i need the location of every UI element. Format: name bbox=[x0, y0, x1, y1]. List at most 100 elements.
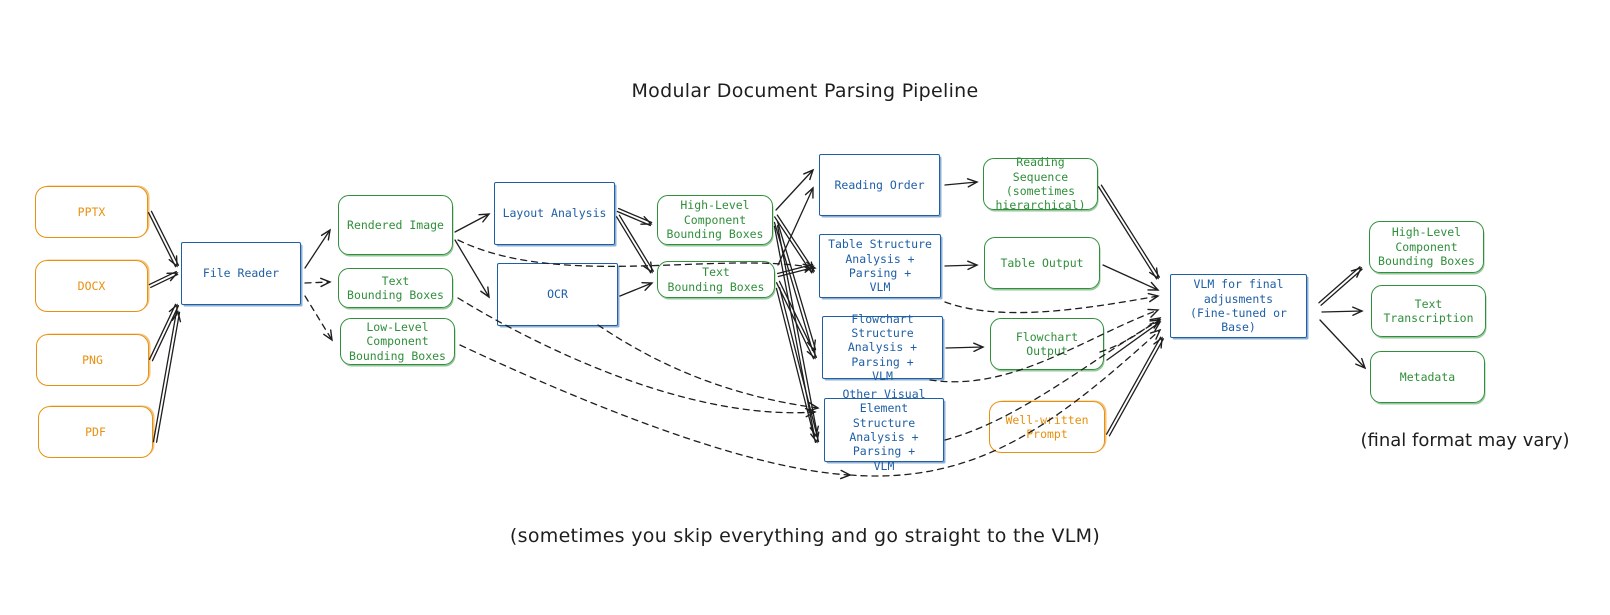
vlm-node: VLM for final adjusments (Fine-tuned or … bbox=[1170, 274, 1307, 338]
arrow-high-level-to-other-stroke-0 bbox=[776, 225, 819, 437]
high-level-bounding-boxes-node: High-Level Component Bounding Boxes bbox=[657, 195, 773, 245]
file-reader-node: File Reader bbox=[181, 242, 301, 305]
output-high-level-bounding-boxes-node: High-Level Component Bounding Boxes bbox=[1369, 221, 1484, 273]
reading-order-node: Reading Order bbox=[819, 154, 940, 216]
table-output-node: Table Output bbox=[984, 237, 1100, 289]
dashed-other-to-vlm bbox=[944, 319, 1161, 441]
arrow-layout-to-high-level-head bbox=[640, 215, 653, 225]
arrow-rendered-image-to-ocr-head bbox=[480, 286, 490, 299]
arrow-high-level-to-flowchart-head bbox=[806, 339, 817, 352]
arrow-file-reader-to-text-bboxes bbox=[304, 281, 331, 284]
arrow-rendered-image-to-layout bbox=[454, 213, 490, 233]
dashed-flowchart-output-to-vlm-head bbox=[1149, 317, 1162, 328]
dashed-text-bboxes-to-other-head bbox=[804, 407, 817, 418]
arrow-pdf-to-file-reader-stroke-0 bbox=[152, 311, 178, 443]
arrow-text-bboxes-to-flowchart-stroke-0 bbox=[778, 280, 818, 358]
arrow-reading-order-to-sequence-head bbox=[966, 178, 979, 188]
arrow-file-reader-to-rendered-image bbox=[304, 229, 331, 269]
arrow-reading-sequence-to-vlm-head bbox=[1148, 267, 1159, 280]
arrow-vlm-to-high-level-output-stroke-0 bbox=[1318, 266, 1361, 304]
arrow-high-level-to-table-stroke-0 bbox=[776, 214, 815, 272]
arrow-layout-to-text-bboxes-stroke-0 bbox=[618, 214, 655, 272]
arrow-table-to-output-head bbox=[967, 260, 979, 271]
arrow-png-to-file-reader-stroke-0 bbox=[148, 303, 177, 360]
arrow-file-reader-to-rendered-image-head bbox=[320, 228, 331, 241]
dashed-low-level-under bbox=[459, 344, 851, 476]
arrow-reading-sequence-to-vlm-stroke-0 bbox=[1100, 184, 1160, 278]
arrow-png-to-file-reader-stroke-1 bbox=[151, 305, 180, 362]
output-text-transcription-node: Text Transcription bbox=[1371, 285, 1486, 337]
layout-analysis-node: Layout Analysis bbox=[494, 182, 615, 245]
dashed-table-to-vlm bbox=[944, 295, 1159, 314]
arrow-pptx-to-file-reader-stroke-0 bbox=[150, 210, 180, 266]
dashed-ocr-to-other-head bbox=[807, 402, 820, 412]
arrow-file-reader-to-low-level-bboxes bbox=[304, 295, 333, 341]
arrow-ocr-to-text-bboxes-head bbox=[641, 281, 654, 291]
diagram-title: Modular Document Parsing Pipeline bbox=[631, 80, 979, 102]
arrow-pdf-to-file-reader-stroke-1 bbox=[155, 311, 181, 443]
arrow-table-output-to-vlm-head bbox=[1147, 281, 1160, 291]
arrow-high-level-to-flowchart-stroke-0 bbox=[776, 220, 817, 351]
arrow-file-reader-to-text-bboxes-head bbox=[320, 277, 332, 288]
arrow-text-bboxes-to-other-head bbox=[810, 431, 820, 444]
arrow-prompt-to-vlm-head bbox=[1153, 336, 1163, 349]
arrow-pptx-to-file-reader-head bbox=[168, 255, 178, 268]
arrow-high-level-to-table-stroke-1 bbox=[774, 216, 813, 274]
arrow-text-bboxes-to-flowchart-head bbox=[806, 347, 816, 360]
ocr-node: OCR bbox=[497, 263, 618, 326]
arrow-table-to-output bbox=[944, 264, 978, 267]
arrow-ocr-to-text-bboxes bbox=[619, 282, 653, 297]
arrow-file-reader-to-low-level-bboxes-head bbox=[323, 329, 333, 342]
arrow-flowchart-to-output bbox=[945, 346, 984, 349]
dashed-flowchart-to-vlm bbox=[929, 309, 1159, 383]
arrow-text-bboxes-to-other-stroke-1 bbox=[775, 287, 817, 444]
arrow-prompt-to-vlm-stroke-0 bbox=[1105, 336, 1162, 435]
flowchart-output-node: Flowchart Output bbox=[990, 318, 1104, 370]
dashed-low-level-to-vlm bbox=[849, 329, 1161, 477]
arrow-docx-to-file-reader-head bbox=[166, 272, 179, 282]
input-pptx: PPTX bbox=[35, 186, 148, 238]
arrow-flowchart-output-to-vlm bbox=[1106, 321, 1161, 361]
output-metadata-node: Metadata bbox=[1370, 351, 1485, 403]
dashed-flowchart-to-vlm-head bbox=[1147, 308, 1160, 318]
input-png: PNG bbox=[36, 334, 149, 386]
arrow-vlm-to-metadata bbox=[1319, 319, 1366, 369]
arrow-layout-to-high-level-stroke-0 bbox=[617, 207, 653, 224]
arrow-reading-order-to-sequence bbox=[944, 181, 978, 186]
dashed-rendered-image-to-table-head bbox=[804, 261, 817, 272]
dashed-rendered-image-to-table bbox=[457, 239, 816, 269]
arrow-reading-sequence-to-vlm-stroke-1 bbox=[1098, 186, 1158, 280]
arrow-layout-to-text-bboxes-head bbox=[643, 261, 653, 274]
text-bounding-boxes-node-2: Text Bounding Boxes bbox=[657, 261, 775, 298]
input-docx: DOCX bbox=[35, 260, 148, 312]
final-format-note: (final format may vary) bbox=[1360, 430, 1570, 451]
arrow-prompt-to-vlm-stroke-1 bbox=[1108, 338, 1165, 437]
dashed-low-level-to-vlm-head bbox=[1149, 328, 1162, 340]
arrow-text-bboxes-to-other-stroke-0 bbox=[778, 286, 820, 443]
low-level-bounding-boxes-node: Low-Level Component Bounding Boxes bbox=[340, 318, 455, 365]
arrow-layout-to-high-level-stroke-1 bbox=[616, 210, 652, 227]
arrow-vlm-to-metadata-head bbox=[1355, 357, 1367, 370]
arrow-vlm-to-text-transcription bbox=[1321, 310, 1363, 313]
arrow-layout-to-text-bboxes-stroke-1 bbox=[615, 216, 652, 274]
arrow-pptx-to-file-reader-stroke-1 bbox=[147, 212, 177, 268]
reading-sequence-node: Reading Sequence (sometimes hierarchical… bbox=[983, 155, 1098, 212]
prompt-node: Well-written Prompt bbox=[989, 401, 1105, 453]
dashed-flowchart-output-to-vlm bbox=[1099, 317, 1161, 353]
table-structure-node: Table Structure Analysis + Parsing + VLM bbox=[819, 234, 941, 298]
input-pdf: PDF bbox=[38, 406, 153, 458]
diagram-footer-note: (sometimes you skip everything and go st… bbox=[509, 525, 1101, 547]
dashed-ocr-to-other bbox=[597, 324, 819, 409]
rendered-image-node: Rendered Image bbox=[338, 195, 453, 255]
arrow-vlm-to-text-transcription-head bbox=[1352, 306, 1364, 317]
arrow-flowchart-to-output-head bbox=[973, 342, 985, 353]
arrow-rendered-image-to-ocr bbox=[454, 239, 490, 298]
arrow-text-bboxes-to-reading-order bbox=[777, 187, 814, 266]
arrow-rendered-image-to-layout-head bbox=[478, 213, 491, 223]
arrow-vlm-to-high-level-output-stroke-1 bbox=[1320, 268, 1363, 306]
dashed-text-bboxes-to-other bbox=[457, 297, 816, 414]
arrow-table-output-to-vlm bbox=[1102, 264, 1159, 291]
arrow-pdf-to-file-reader-head bbox=[171, 310, 182, 323]
